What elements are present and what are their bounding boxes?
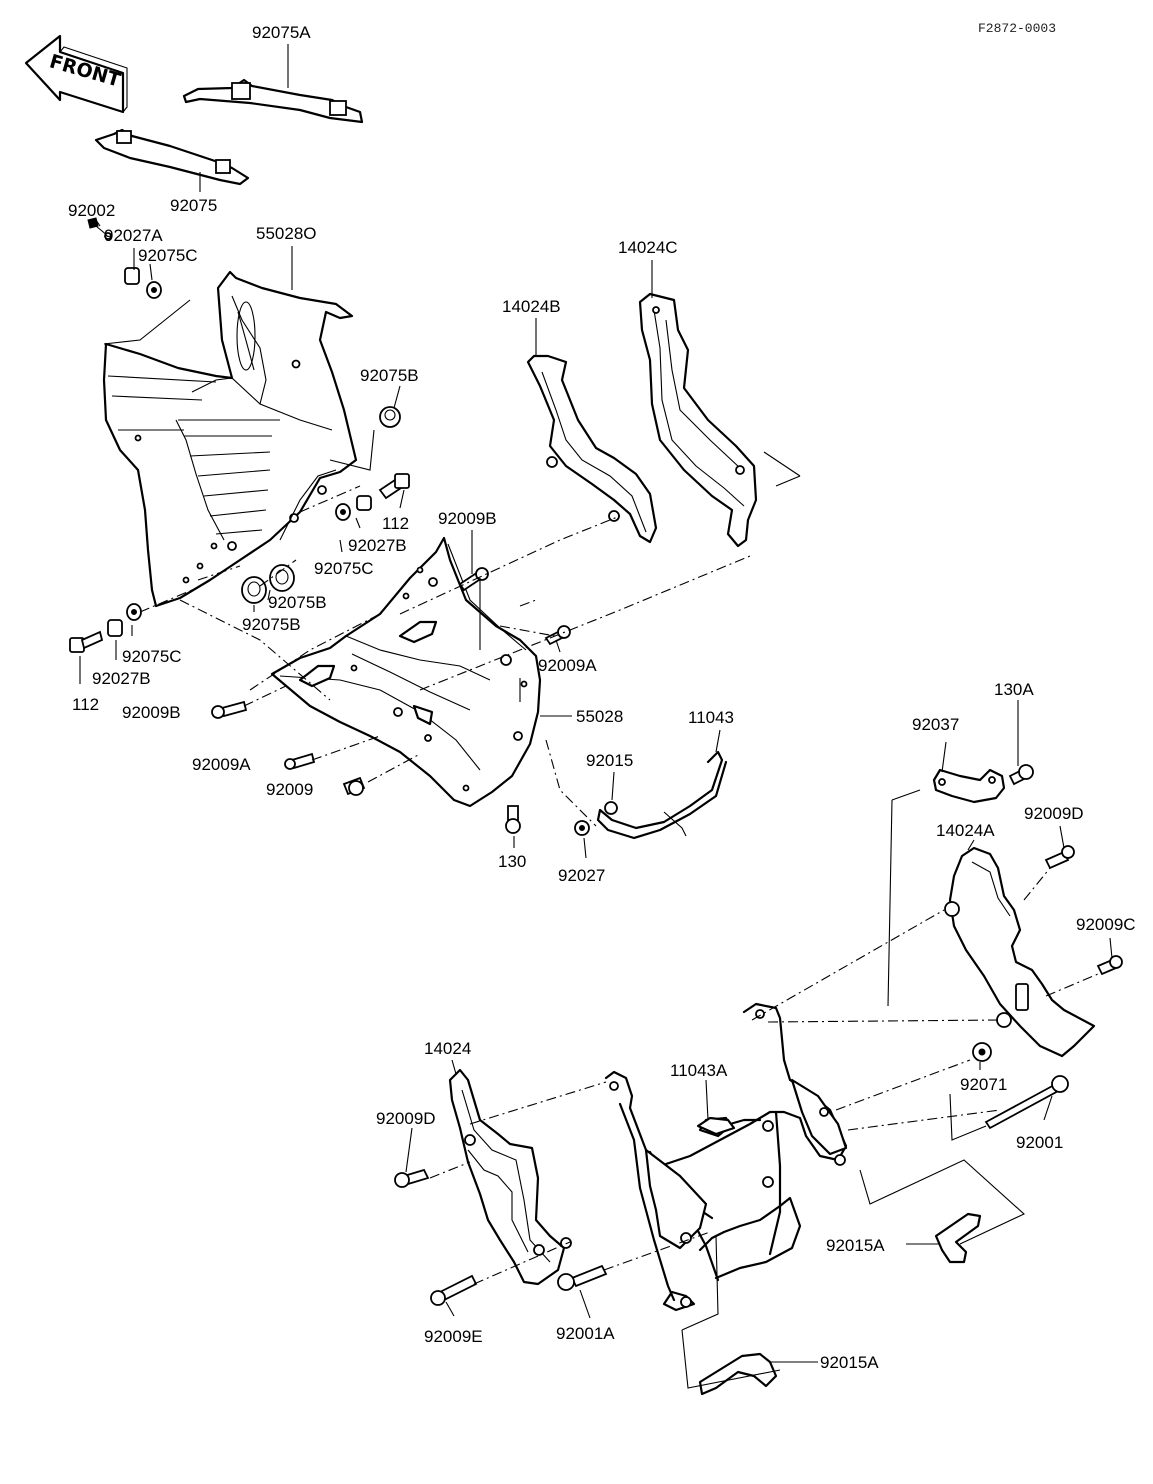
callout-92009e: 92009E xyxy=(424,1327,483,1346)
callout-112-upper: 112 xyxy=(382,514,409,533)
figure-code: F2872-0003 xyxy=(978,21,1056,36)
callout-92009a-right: 92009A xyxy=(538,656,597,675)
nut-92071 xyxy=(972,1042,992,1062)
callout-92075c-mid: 92075C xyxy=(314,559,374,578)
grommet-92075c-upper xyxy=(146,281,162,299)
callout-130a: 130A xyxy=(994,680,1034,699)
callout-92009b-left: 92009B xyxy=(122,703,181,722)
side-bracket-14024a xyxy=(944,846,1096,1058)
collar-92027a xyxy=(124,267,140,285)
callout-11043: 11043 xyxy=(688,708,734,727)
bolt-92009d-lower xyxy=(394,1168,430,1188)
side-cover-bracket-14024b xyxy=(526,354,658,544)
grommets-92075b-lower xyxy=(241,564,295,604)
screw-92009a-left xyxy=(284,752,316,770)
leader-lines xyxy=(79,44,1113,1389)
callout-11043a: 11043A xyxy=(670,1061,728,1080)
callout-92015a-right: 92015A xyxy=(826,1236,885,1255)
grommet-92075c-mid xyxy=(335,503,351,521)
bolt-92009c xyxy=(1096,955,1123,976)
screw-92002 xyxy=(87,217,112,240)
front-direction-arrow: FRONT xyxy=(24,34,128,114)
callout-92009d-upper: 92009D xyxy=(1024,804,1084,823)
callout-92002: 92002 xyxy=(68,201,115,220)
callout-130: 130 xyxy=(498,852,526,871)
collar-92027b-mid xyxy=(356,495,372,511)
lower-cowling-55028 xyxy=(270,536,542,808)
callout-92015a-lower: 92015A xyxy=(820,1353,879,1372)
collar-92027b-lower xyxy=(107,619,123,637)
callout-92001: 92001 xyxy=(1016,1133,1063,1152)
inner-cowling-55028o xyxy=(102,270,358,608)
callout-92037: 92037 xyxy=(912,715,959,734)
grommet-92075b-right xyxy=(379,406,401,428)
callout-14024b: 14024B xyxy=(502,297,561,316)
callout-labels: 92075A 92075 92002 92027A 92075C 55028O … xyxy=(68,23,1136,1372)
callout-92009c: 92009C xyxy=(1076,915,1136,934)
callout-14024a: 14024A xyxy=(936,821,995,840)
screw-92009b-upper xyxy=(458,567,489,592)
plate-92015a-right xyxy=(934,1212,982,1264)
bolt-92009e xyxy=(430,1274,478,1306)
callout-92075c-lower: 92075C xyxy=(122,647,182,666)
bracket-92037 xyxy=(932,768,1006,804)
side-cover-bracket-14024c xyxy=(638,292,758,548)
callout-92075: 92075 xyxy=(170,196,217,215)
callout-55028: 55028 xyxy=(576,707,623,726)
bolt-112-lower xyxy=(69,630,104,653)
callout-92075b-lower-2: 92075B xyxy=(242,615,301,634)
callout-92075b-right: 92075B xyxy=(360,366,419,385)
cowling-stay-frame xyxy=(604,1002,848,1312)
callout-14024: 14024 xyxy=(424,1039,471,1058)
screw-130 xyxy=(505,805,521,834)
long-bolt-92001 xyxy=(984,1075,1069,1130)
callout-92009b-upper: 92009B xyxy=(438,509,497,528)
bolt-130a xyxy=(1008,764,1034,786)
plate-92015a-lower xyxy=(698,1352,778,1396)
screw-92009a-right xyxy=(544,625,571,646)
callout-92027: 92027 xyxy=(558,866,605,885)
callout-92027a: 92027A xyxy=(104,226,163,245)
callout-92027b-lower: 92027B xyxy=(92,669,151,688)
callout-92075c-upper: 92075C xyxy=(138,246,198,265)
bolt-92001a xyxy=(557,1264,608,1291)
callout-92009a-left: 92009A xyxy=(192,755,251,774)
callout-14024c: 14024C xyxy=(618,238,678,257)
assembly-dash-lines xyxy=(139,485,1099,1285)
callout-92075b-lower-1: 92075B xyxy=(268,593,327,612)
callout-92015: 92015 xyxy=(586,751,633,770)
callout-92009: 92009 xyxy=(266,780,313,799)
screw-92009 xyxy=(342,776,366,796)
callout-55028o: 55028O xyxy=(256,224,317,243)
callout-92027b-mid: 92027B xyxy=(348,536,407,555)
callout-92075a: 92075A xyxy=(252,23,311,42)
side-bracket-14024 xyxy=(448,1068,572,1286)
callout-92009d-lower: 92009D xyxy=(376,1109,436,1128)
callout-112-lower: 112 xyxy=(72,695,99,714)
bolt-92009d-upper xyxy=(1044,845,1075,870)
callout-92001a: 92001A xyxy=(556,1324,615,1343)
nut-92027 xyxy=(574,820,590,836)
callout-92071: 92071 xyxy=(960,1075,1007,1094)
screw-92009b-left xyxy=(211,700,248,719)
seal-strip-92075 xyxy=(94,128,250,186)
grommet-92075c-lower xyxy=(126,603,142,621)
bolt-112-upper xyxy=(378,473,410,500)
seal-strip-92075a xyxy=(182,78,364,124)
